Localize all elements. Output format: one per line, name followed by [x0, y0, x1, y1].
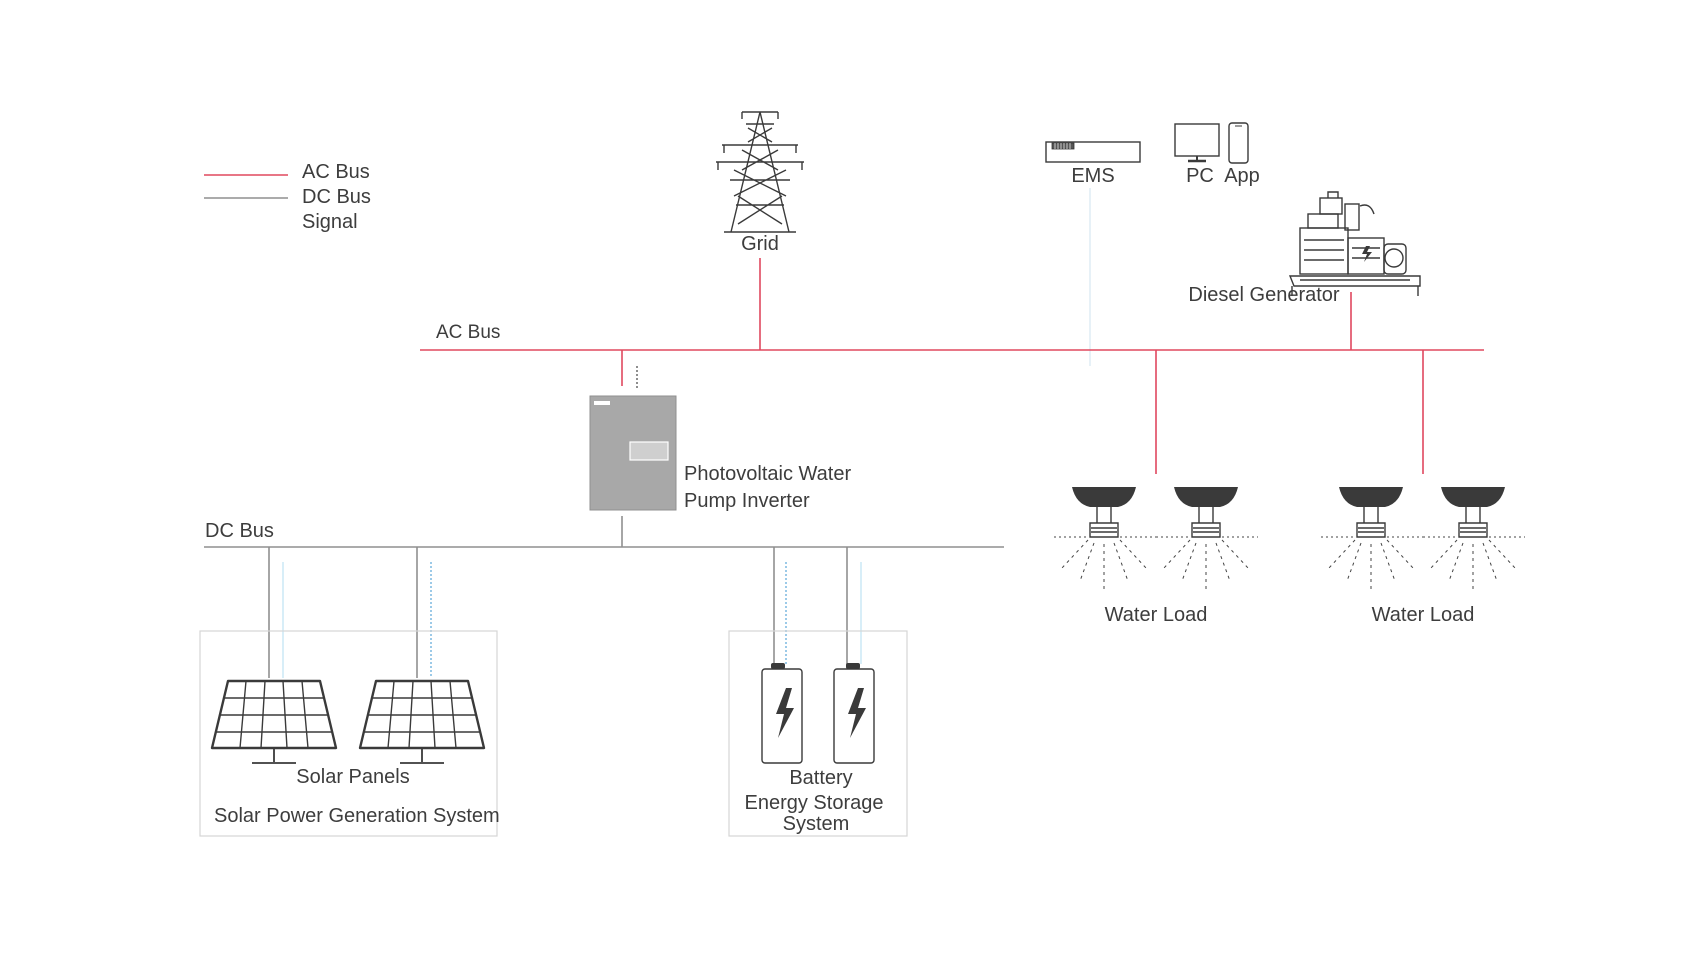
- grid-label: Grid: [741, 233, 779, 255]
- grid-tower-icon: [716, 111, 804, 233]
- inverter-label-line1: Photovoltaic Water: [684, 463, 851, 485]
- sprinkler-icon: [1156, 487, 1258, 590]
- storage-system-box: [728, 630, 908, 837]
- pc-monitor-icon: [1174, 123, 1220, 163]
- storage-label-line1: Energy Storage: [745, 792, 884, 814]
- solar-system-box: [199, 630, 498, 837]
- solar-panel-icon: [210, 679, 338, 764]
- storage-label-line2: System: [783, 813, 850, 835]
- sprinkler-icon: [1054, 487, 1156, 590]
- water-load-right-label: Water Load: [1372, 604, 1475, 626]
- inverter-cabinet-icon: [589, 395, 677, 511]
- solar-system-label: Solar Power Generation System: [214, 805, 500, 827]
- water-load-left-label: Water Load: [1105, 604, 1208, 626]
- battery-icon: [833, 663, 875, 764]
- sprinkler-icon: [1423, 487, 1525, 590]
- legend-signal-label: Signal: [302, 211, 358, 233]
- pc-label: PC: [1186, 165, 1214, 187]
- diesel-generator-icon: [1288, 191, 1421, 296]
- smartphone-icon: [1228, 122, 1249, 164]
- ems-label: EMS: [1071, 165, 1114, 187]
- battery-icon: [761, 663, 803, 764]
- diesel-generator-label: Diesel Generator: [1188, 284, 1340, 306]
- legend-ac-label: AC Bus: [302, 161, 370, 183]
- dc-bus-label: DC Bus: [205, 520, 274, 542]
- app-label: App: [1224, 165, 1260, 187]
- solar-panels-label: Solar Panels: [296, 766, 409, 788]
- solar-panel-icon: [358, 679, 486, 764]
- inverter-label-line2: Pump Inverter: [684, 490, 810, 512]
- sprinkler-icon: [1321, 487, 1423, 590]
- legend-dc-label: DC Bus: [302, 186, 371, 208]
- battery-label: Battery: [789, 767, 852, 789]
- ems-icon: [1045, 141, 1141, 163]
- legend: AC Bus DC Bus Signal: [204, 161, 371, 233]
- ac-bus-label: AC Bus: [436, 322, 500, 343]
